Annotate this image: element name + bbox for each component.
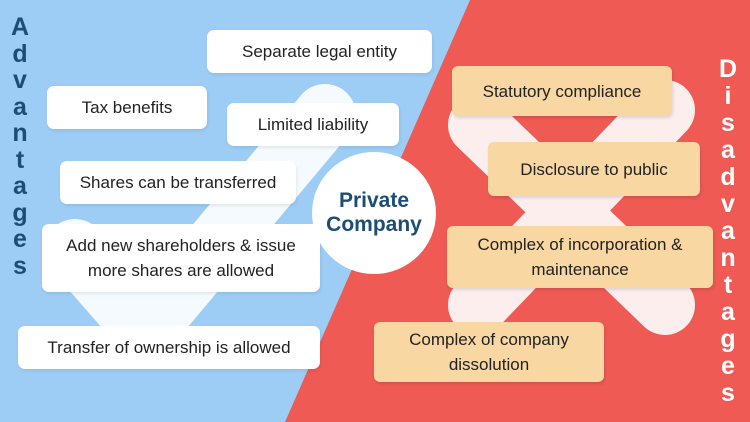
title-letter: v (13, 66, 27, 94)
title-letter: s (721, 379, 735, 407)
advantage-item: Limited liability (227, 103, 399, 146)
disadvantage-item: Disclosure to public (488, 142, 700, 196)
title-letter: t (15, 145, 25, 174)
title-letter: A (10, 13, 30, 41)
title-letter: a (13, 92, 27, 121)
title-letter: t (723, 271, 733, 299)
title-letter: a (13, 172, 27, 200)
title-letter: g (720, 325, 736, 353)
title-letter: e (721, 352, 735, 380)
disadvantage-item: Complex of company dissolution (374, 322, 604, 382)
title-letter: s (13, 251, 27, 280)
title-letter: i (724, 82, 732, 110)
advantage-item: Transfer of ownership is allowed (18, 326, 320, 369)
title-letter: a (721, 136, 735, 164)
title-letter: g (12, 198, 28, 227)
advantage-item: Tax benefits (47, 86, 207, 129)
title-letter: D (718, 55, 738, 83)
disadvantage-item: Complex of incorporation & maintenance (447, 226, 713, 288)
advantage-item: Separate legal entity (207, 30, 432, 73)
title-letter: d (720, 163, 736, 191)
title-letter: n (720, 244, 736, 272)
title-letter: a (721, 217, 735, 245)
title-letter: v (721, 190, 735, 218)
title-letter: n (12, 119, 28, 147)
disadvantage-item: Statutory compliance (452, 66, 672, 116)
center-title: Private Company (326, 189, 422, 236)
title-letter: d (12, 39, 28, 68)
title-letter: e (13, 225, 27, 253)
advantage-item: Add new shareholders & issue more shares… (42, 224, 320, 292)
advantage-item: Shares can be transferred (60, 161, 296, 204)
title-letter: a (721, 298, 735, 326)
title-letter: s (721, 109, 735, 137)
center-circle: Private Company (312, 152, 436, 274)
